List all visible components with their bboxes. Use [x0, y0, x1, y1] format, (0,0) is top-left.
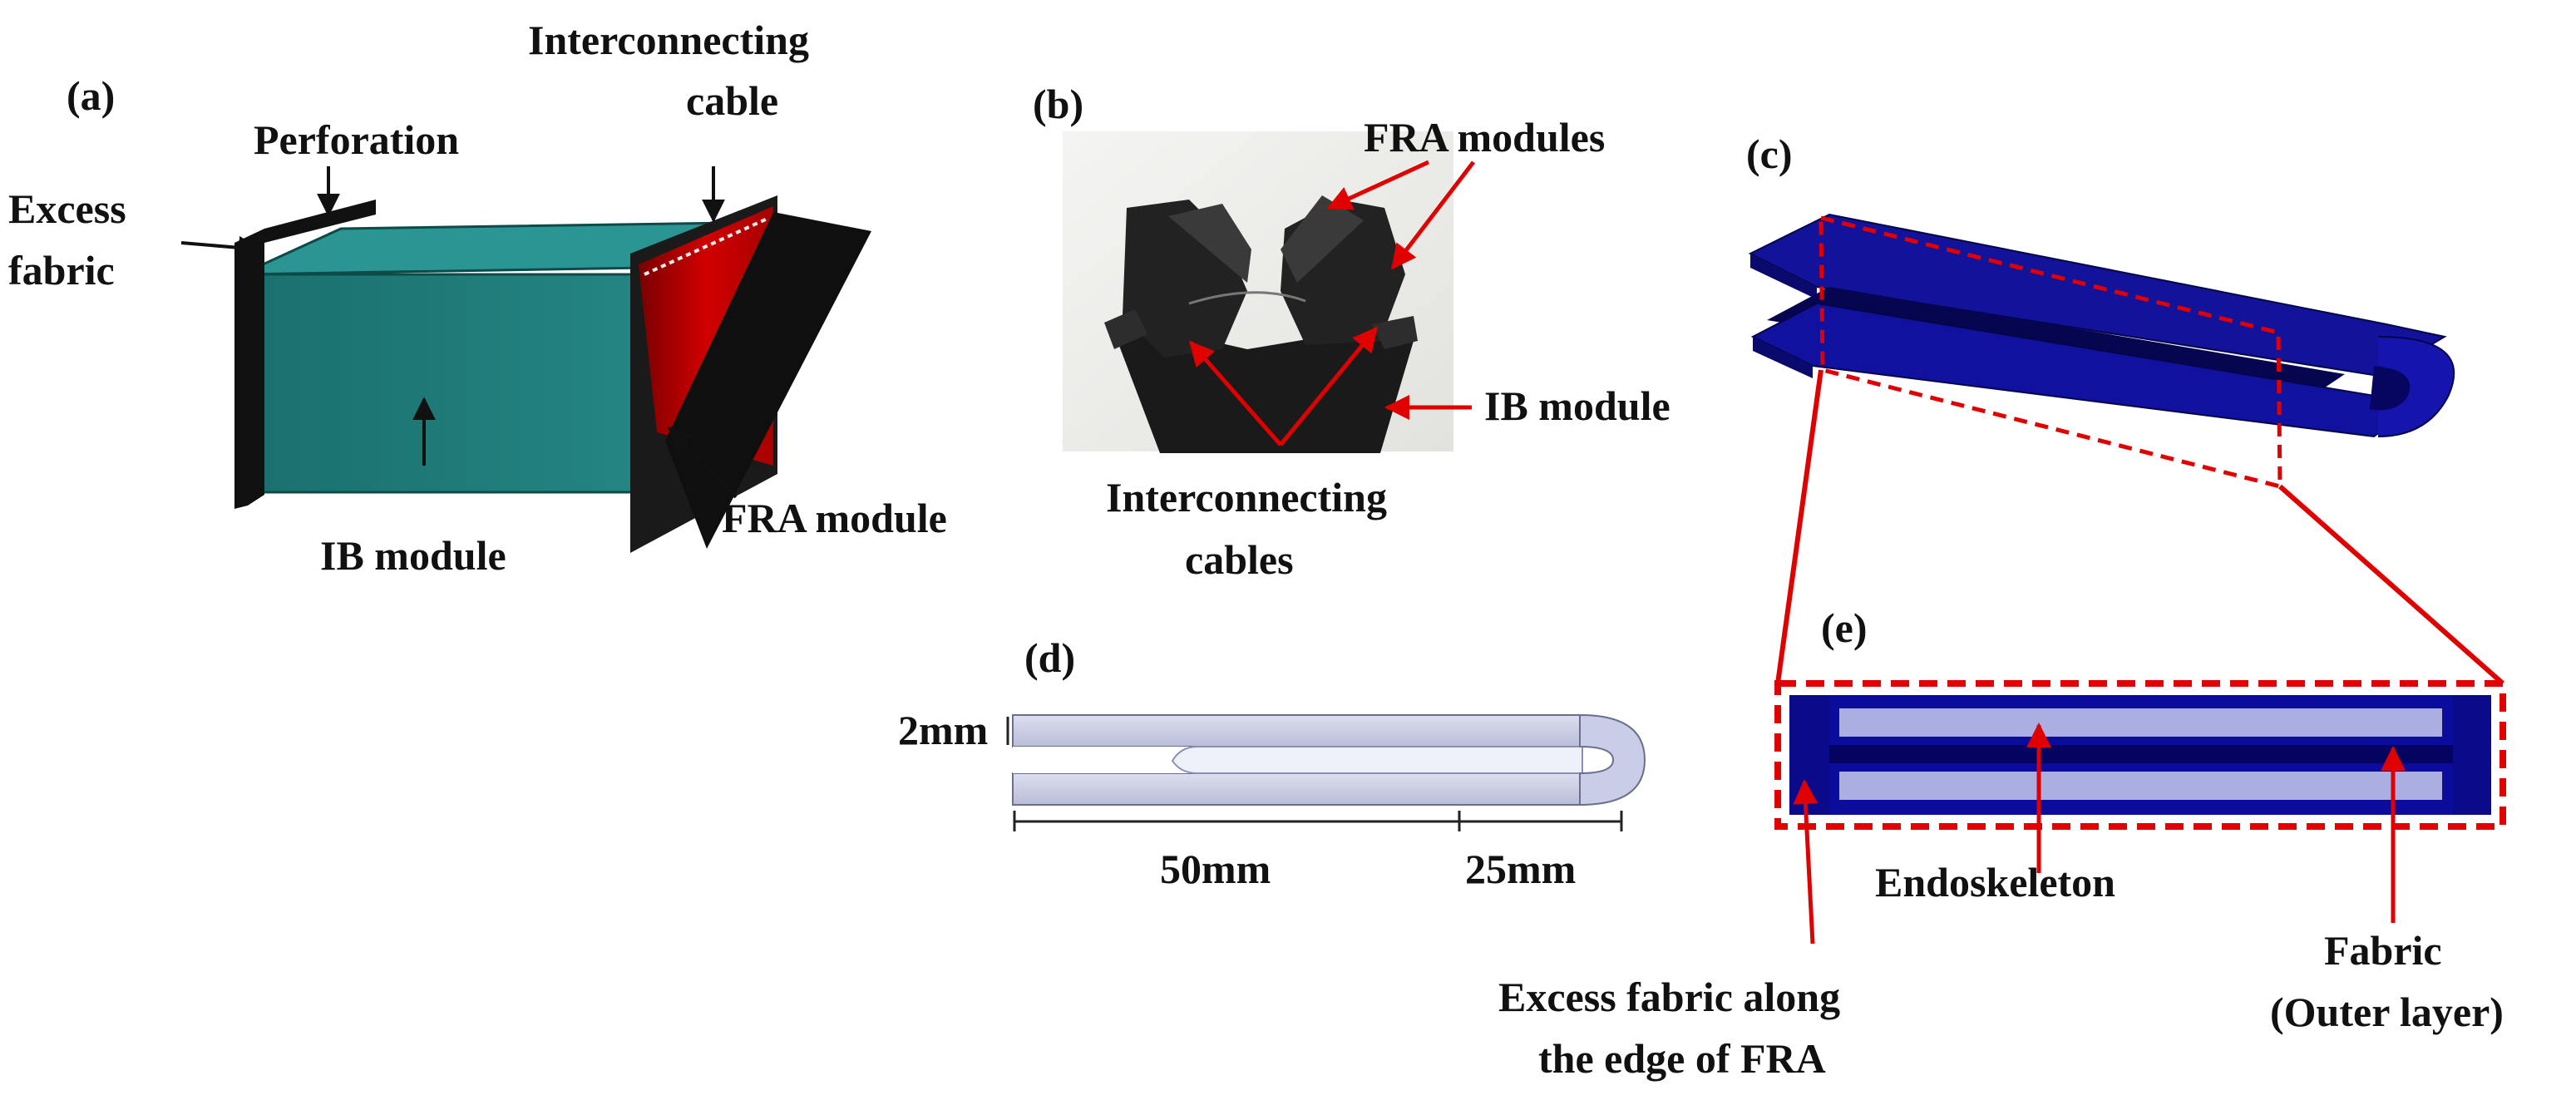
label-ib-module-b: IB module: [1484, 382, 1670, 429]
label-length: 50mm: [1160, 846, 1271, 892]
panel-c: (c): [1746, 131, 2504, 686]
label-outer-layer: (Outer layer): [2270, 989, 2504, 1035]
label-interconnecting: Interconnecting: [528, 17, 809, 63]
label-excess: Excess: [8, 185, 126, 232]
section-view: [1789, 695, 2491, 815]
panel-a-tag: (a): [67, 72, 115, 119]
arrow-excess-fabric-edge: [1793, 779, 1818, 945]
label-fra-modules: FRA modules: [1364, 114, 1605, 160]
arrow-cable-2: [1279, 326, 1378, 446]
label-fra-module: FRA module: [722, 495, 947, 541]
label-perforation: Perforation: [254, 116, 459, 163]
endoskeleton-part: [1012, 713, 1646, 807]
panel-b: (b) FRA modules IB module Interconnectin…: [1033, 81, 1670, 583]
label-thickness: 2mm: [898, 707, 988, 753]
label-endoskeleton: Endoskeleton: [1875, 859, 2115, 905]
fra-3d-model: [1748, 213, 2455, 438]
panel-a: (a) Excess fabric Perforation Interconne…: [8, 17, 947, 579]
perforation-strip: [264, 200, 376, 243]
fra-black-flap: [665, 212, 871, 549]
interconnecting-cable-line: [644, 216, 770, 276]
callout-line-left: [1775, 369, 1823, 684]
left-fabric-plate: [234, 229, 264, 509]
label-interconnecting-cables-2: cables: [1185, 536, 1294, 583]
arrow-excess-fabric: [180, 235, 262, 259]
panel-d-tag: (d): [1024, 634, 1075, 681]
label-fabric-outer: Fabric: [2324, 927, 2442, 974]
label-cable: cable: [686, 77, 778, 124]
callout-line-right: [2278, 484, 2504, 686]
label-excess-fabric-2: the edge of FRA: [1538, 1035, 1826, 1082]
arrow-fra-module-1: [1326, 160, 1430, 210]
ib-module-drawing: [239, 221, 733, 494]
label-interconnecting-cables-1: Interconnecting: [1106, 474, 1387, 520]
label-ib-module: IB module: [320, 532, 506, 579]
arrow-fra-module: [668, 426, 738, 499]
fra-module-drawing: [630, 195, 871, 553]
label-bend: 25mm: [1465, 846, 1576, 892]
ib-module-front-face: [239, 273, 654, 494]
panel-b-tag: (b): [1033, 81, 1083, 127]
section-cut-outline: [1818, 215, 2282, 490]
panel-e-tag: (e): [1821, 604, 1868, 651]
arrow-fra-module-2: [1391, 160, 1475, 270]
arrow-cable-1: [1189, 340, 1282, 446]
photo-device: [1104, 195, 1418, 453]
panel-d: (d) 2mm 50mm 25mm: [898, 634, 1646, 892]
label-excess-fabric-1: Excess fabric along: [1498, 974, 1840, 1020]
panel-e: (e) Endoskeleton Fabric (Outer layer) Ex…: [1498, 604, 2506, 1082]
label-fabric: fabric: [8, 247, 115, 293]
panel-c-tag: (c): [1746, 131, 1793, 177]
